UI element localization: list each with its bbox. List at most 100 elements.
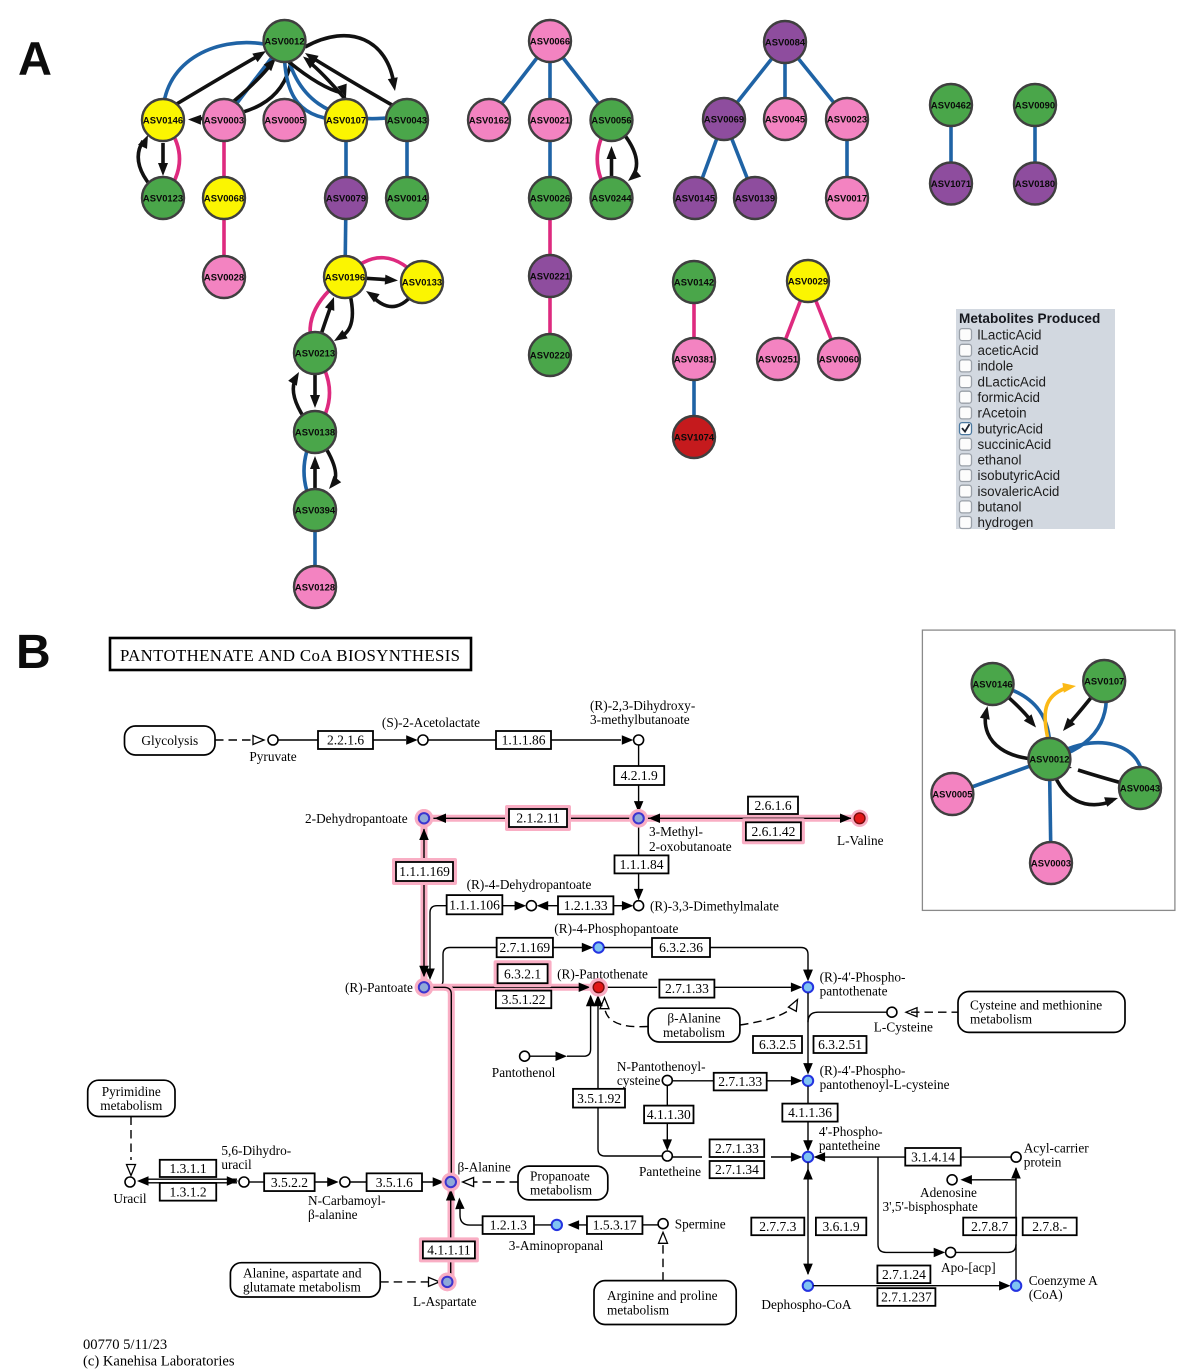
svg-text:glutamate metabolism: glutamate metabolism: [243, 1280, 361, 1295]
svg-text:ASV0244: ASV0244: [591, 192, 632, 203]
svg-text:4.1.1.30: 4.1.1.30: [647, 1107, 691, 1122]
svg-text:formicAcid: formicAcid: [978, 390, 1041, 405]
svg-text:ASV0084: ASV0084: [765, 36, 806, 47]
svg-text:Arginine and proline: Arginine and proline: [607, 1288, 718, 1303]
svg-text:ASV0069: ASV0069: [704, 113, 744, 124]
svg-text:(R)-4-Dehydropantoate: (R)-4-Dehydropantoate: [467, 877, 592, 892]
svg-text:ASV0394: ASV0394: [295, 504, 336, 515]
svg-text:ASV0029: ASV0029: [788, 275, 828, 286]
svg-text:(R)-2,3-Dihydroxy-: (R)-2,3-Dihydroxy-: [590, 698, 695, 713]
svg-text:00770 5/11/23: 00770 5/11/23: [83, 1337, 167, 1353]
svg-text:1.2.1.3: 1.2.1.3: [490, 1218, 527, 1233]
svg-text:1.5.3.17: 1.5.3.17: [593, 1218, 637, 1233]
svg-text:4.2.1.9: 4.2.1.9: [621, 768, 658, 783]
svg-text:Uracil: Uracil: [113, 1191, 147, 1206]
svg-text:(R)-3,3-Dimethylmalate: (R)-3,3-Dimethylmalate: [650, 899, 779, 914]
svg-text:ASV0026: ASV0026: [530, 192, 570, 203]
svg-text:2.7.8.7: 2.7.8.7: [971, 1219, 1008, 1234]
svg-text:6.3.2.1: 6.3.2.1: [504, 966, 541, 981]
svg-text:ASV0012: ASV0012: [1029, 753, 1069, 764]
svg-text:(S)-2-Acetolactate: (S)-2-Acetolactate: [382, 715, 480, 730]
svg-text:ASV0043: ASV0043: [1120, 782, 1160, 793]
svg-text:4.1.1.36: 4.1.1.36: [788, 1105, 832, 1120]
svg-text:metabolism: metabolism: [607, 1302, 670, 1317]
svg-text:ASV0023: ASV0023: [827, 113, 867, 124]
svg-text:ASV0056: ASV0056: [591, 114, 631, 125]
svg-text:2.7.1.34: 2.7.1.34: [715, 1162, 759, 1177]
svg-text:(CoA): (CoA): [1029, 1287, 1063, 1302]
svg-text:1.3.1.1: 1.3.1.1: [169, 1161, 206, 1176]
svg-text:5,6-Dihydro-: 5,6-Dihydro-: [221, 1143, 291, 1158]
svg-text:ASV0028: ASV0028: [204, 271, 244, 282]
svg-text:3.1.4.14: 3.1.4.14: [911, 1149, 955, 1164]
svg-text:Spermine: Spermine: [675, 1217, 726, 1232]
svg-text:pantothenoyl-L-cysteine: pantothenoyl-L-cysteine: [820, 1077, 950, 1092]
svg-text:(R)-4'-Phospho-: (R)-4'-Phospho-: [820, 970, 906, 985]
svg-text:lLacticAcid: lLacticAcid: [978, 327, 1042, 342]
svg-text:Dephospho-CoA: Dephospho-CoA: [761, 1297, 852, 1312]
svg-text:ASV0123: ASV0123: [143, 192, 183, 203]
svg-text:ASV1071: ASV1071: [931, 178, 971, 189]
svg-text:Alanine, aspartate and: Alanine, aspartate and: [243, 1265, 362, 1280]
svg-text:2.7.1.24: 2.7.1.24: [882, 1267, 926, 1282]
svg-text:ASV0003: ASV0003: [1031, 857, 1071, 868]
svg-text:4.1.1.11: 4.1.1.11: [427, 1243, 470, 1258]
svg-text:2.6.1.6: 2.6.1.6: [754, 798, 791, 813]
svg-text:ASV0251: ASV0251: [758, 353, 798, 364]
svg-text:ASV0138: ASV0138: [295, 426, 335, 437]
svg-text:hydrogen: hydrogen: [978, 515, 1034, 530]
svg-text:Propanoate: Propanoate: [530, 1169, 590, 1184]
svg-text:isobutyricAcid: isobutyricAcid: [978, 468, 1061, 483]
svg-text:6.3.2.5: 6.3.2.5: [759, 1037, 796, 1052]
svg-text:ASV0145: ASV0145: [675, 192, 715, 203]
svg-text:2.2.1.6: 2.2.1.6: [327, 733, 364, 748]
svg-text:1.3.1.2: 1.3.1.2: [169, 1184, 206, 1199]
svg-text:2.7.1.33: 2.7.1.33: [718, 1074, 762, 1089]
svg-text:succinicAcid: succinicAcid: [978, 437, 1052, 452]
svg-text:aceticAcid: aceticAcid: [978, 343, 1039, 358]
svg-text:3-methylbutanoate: 3-methylbutanoate: [590, 712, 690, 727]
svg-text:4'-Phospho-: 4'-Phospho-: [819, 1124, 883, 1139]
svg-text:ASV0090: ASV0090: [1015, 99, 1055, 110]
svg-text:ASV0005: ASV0005: [932, 788, 972, 799]
svg-text:β-alanine: β-alanine: [308, 1207, 358, 1222]
svg-text:ASV0220: ASV0220: [530, 349, 570, 360]
svg-text:pantothenate: pantothenate: [820, 984, 888, 999]
svg-text:uracil: uracil: [221, 1157, 252, 1172]
svg-text:Acyl-carrier: Acyl-carrier: [1024, 1141, 1090, 1156]
svg-text:Glycolysis: Glycolysis: [141, 733, 198, 748]
svg-text:ASV0146: ASV0146: [143, 114, 183, 125]
svg-text:ASV0005: ASV0005: [264, 114, 304, 125]
svg-text:ASV0021: ASV0021: [530, 114, 570, 125]
svg-text:2-Dehydropantoate: 2-Dehydropantoate: [305, 811, 408, 826]
svg-text:1.1.1.84: 1.1.1.84: [620, 857, 664, 872]
svg-text:2.7.7.3: 2.7.7.3: [759, 1219, 796, 1234]
svg-text:3.5.2.2: 3.5.2.2: [271, 1175, 308, 1190]
svg-text:1.1.1.169: 1.1.1.169: [399, 864, 450, 879]
svg-text:ASV0107: ASV0107: [1084, 675, 1124, 686]
svg-text:ASV0014: ASV0014: [387, 192, 428, 203]
svg-text:dLacticAcid: dLacticAcid: [978, 374, 1046, 389]
svg-text:(R)-4-Phosphopantoate: (R)-4-Phosphopantoate: [554, 921, 678, 936]
svg-text:ASV0128: ASV0128: [295, 581, 335, 592]
svg-text:ASV0079: ASV0079: [326, 192, 366, 203]
svg-text:L-Aspartate: L-Aspartate: [413, 1294, 477, 1309]
svg-text:Metabolites Produced: Metabolites Produced: [959, 311, 1100, 326]
svg-text:isovalericAcid: isovalericAcid: [978, 484, 1060, 499]
svg-text:ASV0221: ASV0221: [530, 270, 570, 281]
svg-text:metabolism: metabolism: [663, 1025, 726, 1040]
svg-text:ASV0133: ASV0133: [402, 276, 442, 287]
svg-text:2.7.1.237: 2.7.1.237: [881, 1290, 932, 1305]
svg-text:N-Pantothenoyl-: N-Pantothenoyl-: [617, 1059, 706, 1074]
svg-text:(c) Kanehisa Laboratories: (c) Kanehisa Laboratories: [83, 1354, 235, 1370]
svg-text:metabolism: metabolism: [100, 1098, 163, 1113]
svg-text:butanol: butanol: [978, 500, 1022, 515]
svg-text:Cysteine and methionine: Cysteine and methionine: [970, 997, 1102, 1012]
svg-text:Apo-[acp]: Apo-[acp]: [941, 1260, 996, 1275]
svg-text:(R)-4'-Phospho-: (R)-4'-Phospho-: [820, 1063, 906, 1078]
svg-text:Pyruvate: Pyruvate: [249, 749, 296, 764]
svg-text:β-Alanine: β-Alanine: [667, 1011, 720, 1026]
svg-text:N-Carbamoyl-: N-Carbamoyl-: [308, 1193, 386, 1208]
svg-text:3-Aminopropanal: 3-Aminopropanal: [509, 1238, 604, 1253]
svg-text:ASV0162: ASV0162: [469, 114, 509, 125]
